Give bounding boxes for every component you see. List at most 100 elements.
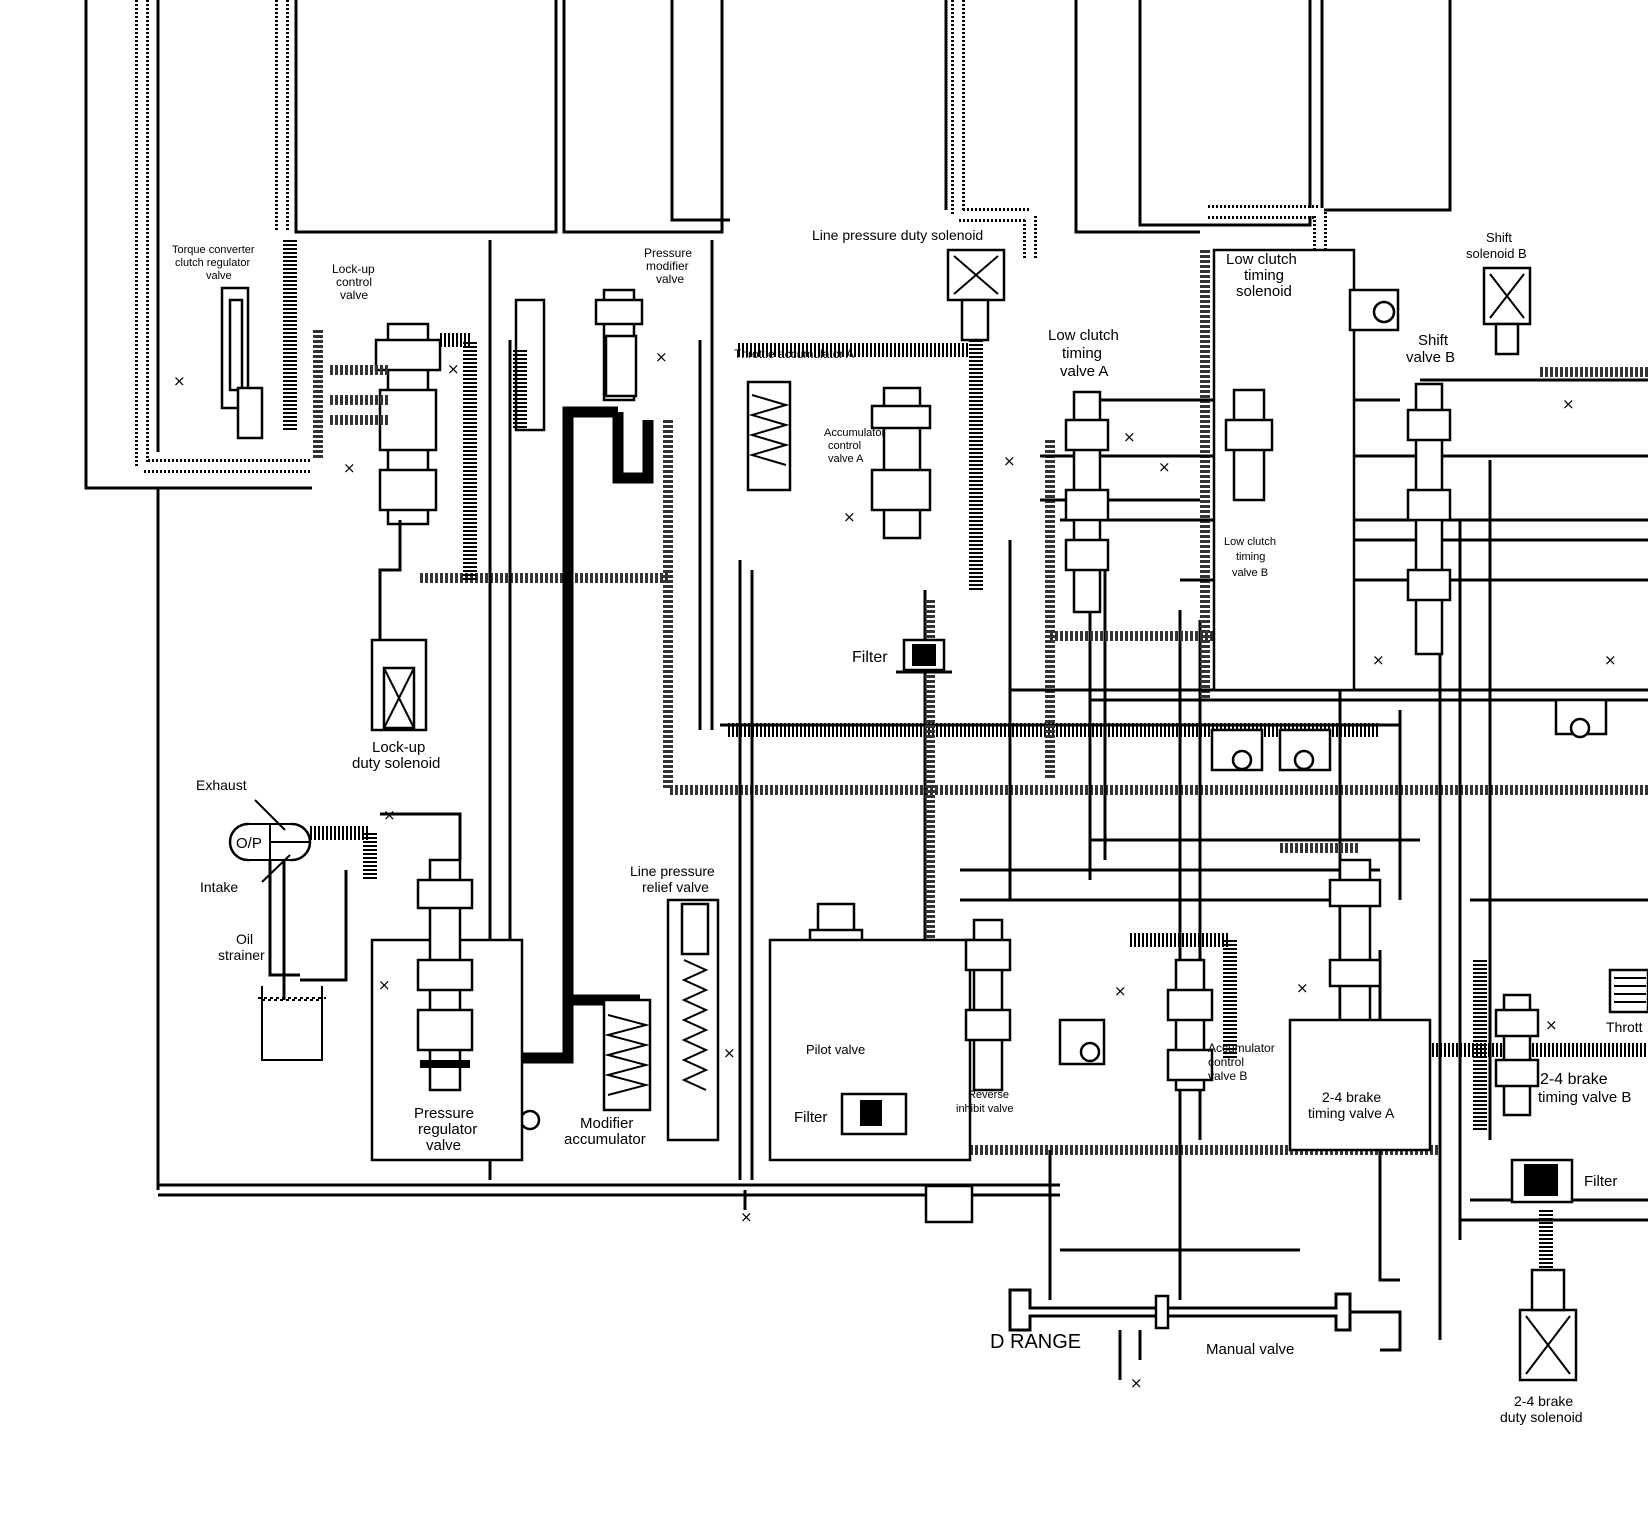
label-shift-solenoid-b-1: Shift <box>1486 230 1512 245</box>
low-clutch-timing-valve-a: × × <box>1064 390 1171 614</box>
label-shift-valve-b-2: valve B <box>1406 349 1455 366</box>
label-low-clutch-timing-valve-a-3: valve A <box>1060 363 1108 380</box>
label-line-pressure-relief-2: relief valve <box>642 879 709 895</box>
lockup-control-valve: × × <box>313 322 477 640</box>
filter-upper <box>896 638 952 674</box>
label-brake-24-timing-b-1: 2-4 brake <box>1540 1071 1608 1088</box>
label-low-clutch-timing-solenoid-1: Low clutch <box>1226 251 1297 268</box>
label-shift-solenoid-b-2: solenoid B <box>1466 246 1527 261</box>
label-exhaust: Exhaust <box>196 777 247 793</box>
label-accumulator-control-b-2: control <box>1208 1055 1244 1069</box>
label-intake: Intake <box>200 879 238 895</box>
label-filter-lower: Filter <box>794 1109 827 1126</box>
label-modifier-accumulator-2: accumulator <box>564 1131 646 1148</box>
brake-24-duty-solenoid <box>1518 1210 1578 1382</box>
brake-24-timing-valve-b: × <box>1473 960 1558 1130</box>
label-shift-valve-b-1: Shift <box>1418 332 1449 349</box>
brake-24-timing-valve-a: × <box>1280 843 1432 1152</box>
svg-text:×: × <box>740 1208 753 1226</box>
accumulator-control-valve-a: × × <box>843 386 1016 540</box>
pressure-modifier-valve: × <box>594 288 668 402</box>
label-manual-valve: Manual valve <box>1206 1341 1294 1358</box>
low-clutch-timing-valve-b <box>1212 248 1356 692</box>
svg-text:×: × <box>447 360 460 378</box>
label-low-clutch-timing-solenoid-2: timing <box>1244 267 1284 284</box>
label-accumulator-control-b-1: Accumulator <box>1208 1041 1275 1055</box>
throttle-cut-right <box>1608 968 1648 1014</box>
label-throttle-accumulator-a: Throttle accumulator A <box>734 347 854 361</box>
label-low-clutch-timing-valve-b-1: Low clutch <box>1224 536 1276 548</box>
label-op: O/P <box>236 835 262 852</box>
label-brake-24-timing-a-2: timing valve A <box>1308 1105 1395 1121</box>
label-pressure-modifier-1: Pressure <box>644 246 692 260</box>
svg-text:×: × <box>843 508 856 526</box>
svg-text:×: × <box>378 976 391 994</box>
tcc-regulator-valve: × <box>173 286 264 440</box>
label-lockup-duty-solenoid-2: duty solenoid <box>352 755 440 772</box>
svg-text:×: × <box>1003 452 1016 470</box>
check-balls <box>519 288 1608 1131</box>
label-pressure-regulator-2: regulator <box>418 1121 477 1138</box>
reverse-inhibit-valve: × <box>964 918 1127 1092</box>
label-brake-24-timing-b-2: timing valve B <box>1538 1089 1631 1106</box>
shift-valve-b: × × × <box>1372 382 1617 669</box>
label-accumulator-control-a-1: Accumulator <box>824 427 885 439</box>
mid-top-valve <box>513 298 546 432</box>
label-line-pressure-duty-solenoid: Line pressure duty solenoid <box>812 227 983 243</box>
svg-text:×: × <box>1372 651 1385 669</box>
lockup-duty-solenoid <box>370 638 428 732</box>
label-tcc-regulator-2: clutch regulator <box>175 257 251 269</box>
modifier-accumulator <box>602 998 652 1112</box>
pressure-regulator-valve: × × <box>370 806 524 1162</box>
label-filter-upper: Filter <box>852 649 888 666</box>
manual-valve: × <box>1008 1288 1402 1392</box>
svg-text:×: × <box>1123 428 1136 446</box>
label-low-clutch-timing-solenoid-3: solenoid <box>1236 283 1292 300</box>
label-reverse-inhibit-2: inhibit valve <box>956 1103 1013 1115</box>
label-brake-24-duty-solenoid-2: duty solenoid <box>1500 1409 1583 1425</box>
filter-right <box>1510 1158 1574 1204</box>
label-lockup-control-3: valve <box>340 288 368 302</box>
label-lockup-control-2: control <box>336 275 372 289</box>
svg-text:×: × <box>655 348 668 366</box>
label-brake-24-duty-solenoid-1: 2-4 brake <box>1514 1393 1573 1409</box>
accumulator-control-valve-b <box>1130 933 1237 1092</box>
label-pressure-regulator-1: Pressure <box>414 1105 474 1122</box>
line-pressure-duty-solenoid <box>946 248 1006 590</box>
svg-text:×: × <box>723 1044 736 1062</box>
label-tcc-regulator-3: valve <box>206 270 232 282</box>
label-reverse-inhibit-1: Reverse <box>968 1089 1009 1101</box>
svg-text:×: × <box>1296 979 1309 997</box>
svg-text:×: × <box>1562 395 1575 413</box>
label-oil-strainer-2: strainer <box>218 947 265 963</box>
svg-text:×: × <box>1114 982 1127 1000</box>
label-accumulator-control-a-3: valve A <box>828 453 864 465</box>
label-d-range: D RANGE <box>990 1331 1081 1353</box>
label-modifier-accumulator-1: Modifier <box>580 1115 633 1132</box>
label-low-clutch-timing-valve-a-2: timing <box>1062 345 1102 362</box>
label-pressure-modifier-2: modifier <box>646 259 689 273</box>
label-line-pressure-relief-1: Line pressure <box>630 863 715 879</box>
label-lockup-control-1: Lock-up <box>332 262 375 276</box>
throttle-accumulator-a <box>738 343 970 492</box>
upper-passages <box>84 0 1452 490</box>
label-accumulator-control-a-2: control <box>828 440 861 452</box>
misc-valves: × <box>740 1184 974 1226</box>
labels: Torque converter clutch regulator valve … <box>172 227 1643 1425</box>
label-pilot-valve: Pilot valve <box>806 1042 865 1057</box>
svg-text:×: × <box>1604 651 1617 669</box>
svg-text:×: × <box>1130 1374 1143 1392</box>
label-low-clutch-timing-valve-b-2: timing <box>1236 551 1265 563</box>
label-lockup-duty-solenoid-1: Lock-up <box>372 739 425 756</box>
shift-solenoid-b <box>1482 266 1532 356</box>
svg-text:×: × <box>1545 1016 1558 1034</box>
svg-text:×: × <box>343 459 356 477</box>
label-brake-24-timing-a-1: 2-4 brake <box>1322 1089 1381 1105</box>
svg-text:×: × <box>173 372 186 390</box>
line-pressure-relief-valve: × <box>666 898 736 1142</box>
label-tcc-regulator-1: Torque converter <box>172 244 255 256</box>
label-accumulator-control-b-3: valve B <box>1208 1069 1247 1083</box>
label-filter-right: Filter <box>1584 1173 1617 1190</box>
filter-lower <box>840 1092 908 1136</box>
